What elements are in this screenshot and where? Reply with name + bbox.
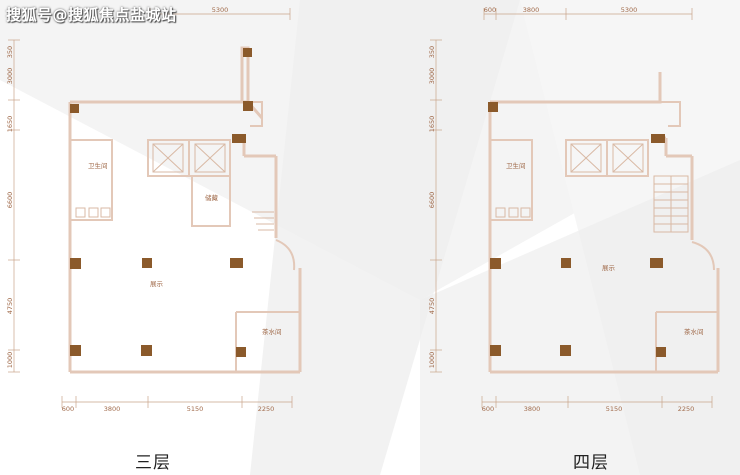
columns-third-floor (70, 48, 253, 357)
room-toilet-left: 卫生间 (88, 161, 108, 170)
left-dim-left-0: 350 (6, 46, 14, 58)
bottom-dim-left-3: 2250 (258, 405, 275, 413)
plan-labels: 5300 350 3000 1650 6600 4750 1000 600 38… (6, 6, 704, 413)
interior-walls (70, 101, 300, 372)
left-dim-right-3: 6600 (428, 192, 436, 209)
toilet-fixtures (495, 207, 531, 218)
left-dim-left-4: 4750 (6, 298, 14, 315)
room-tea-right: 茶水间 (684, 327, 704, 336)
room-tea-left: 茶水间 (262, 327, 282, 336)
plan-fourth-floor (430, 8, 720, 408)
top-dim-right-0: 600 (484, 6, 496, 14)
plan-title-fourth-floor: 四层 (573, 453, 609, 473)
left-dim-right-1: 3000 (428, 68, 436, 85)
left-dim-right-5: 1000 (428, 352, 436, 369)
top-dim-left-0: 5300 (212, 6, 229, 14)
left-dim-left-5: 1000 (6, 352, 14, 369)
bottom-dim-left-2: 5150 (187, 405, 204, 413)
room-storage-left: 储藏 (205, 193, 219, 202)
bottom-dim-left-0: 600 (62, 405, 74, 413)
left-dim-left-1: 3000 (6, 68, 14, 85)
stair-steps (252, 211, 274, 231)
interior-walls (490, 101, 718, 372)
room-hall-right: 展示 (602, 264, 616, 272)
left-dim-left-3: 6600 (6, 192, 14, 209)
bottom-dim-right-0: 600 (482, 405, 494, 413)
stair-steps (653, 175, 689, 233)
columns-fourth-floor (488, 102, 666, 357)
plan-title-third-floor: 三层 (135, 453, 171, 473)
toilet-fixtures (75, 207, 111, 218)
left-dim-right-2: 1650 (428, 116, 436, 133)
elevator-marks (152, 143, 226, 173)
dimension-lines (8, 8, 293, 408)
bottom-dim-right-3: 2250 (678, 405, 695, 413)
room-hall-left: 展示 (150, 280, 164, 288)
room-toilet-right: 卫生间 (506, 161, 526, 170)
watermark-text: 搜狐号@搜狐焦点盐城站 (6, 6, 177, 24)
elevator-marks (570, 143, 644, 173)
dimension-lines (430, 8, 713, 408)
top-dim-right-1: 3800 (523, 6, 540, 14)
bottom-dim-right-1: 3800 (524, 405, 541, 413)
bottom-dim-left-1: 3800 (104, 405, 121, 413)
left-dim-left-2: 1650 (6, 116, 14, 133)
bottom-dim-right-2: 5150 (606, 405, 623, 413)
top-dim-right-2: 5300 (621, 6, 638, 14)
left-dim-right-0: 350 (428, 46, 436, 58)
left-dim-right-4: 4750 (428, 298, 436, 315)
